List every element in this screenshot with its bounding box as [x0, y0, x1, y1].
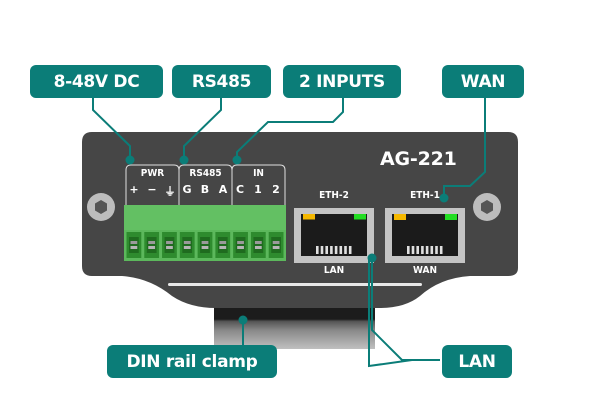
leader-dots	[125, 155, 449, 325]
terminal-slot	[197, 232, 213, 258]
rj45-pin	[439, 246, 443, 254]
eth1-port[interactable]	[385, 208, 465, 263]
eth1-activity-led	[394, 214, 406, 220]
lan-callout: LAN	[442, 345, 512, 378]
rj45-pin	[430, 246, 434, 254]
wan-leader	[443, 98, 486, 194]
terminal-slot	[144, 232, 160, 258]
power-callout: 8-48V DC	[30, 65, 163, 98]
pin-label-minus: −	[147, 183, 157, 196]
rj45-pin	[330, 246, 333, 254]
eth2-role-label: LAN	[323, 265, 345, 276]
terminal-slot	[215, 232, 231, 258]
rj45-pin	[339, 246, 343, 254]
eth1-port-label: ETH-1	[410, 190, 440, 201]
rj45-pin	[416, 246, 419, 254]
rj45-pin	[325, 246, 328, 254]
terminal-slot	[162, 232, 177, 258]
right-screw	[473, 193, 501, 221]
terminal-slot	[126, 232, 142, 258]
eth1-link-led	[445, 214, 457, 220]
rj45-pin	[411, 246, 415, 254]
terminal-block-top	[124, 205, 286, 230]
rj45-pin	[407, 246, 410, 254]
eth1-role-label: WAN	[413, 265, 437, 276]
eth2-activity-led	[303, 214, 315, 220]
model-name: AG-221	[380, 148, 457, 170]
terminal-slot	[179, 232, 195, 258]
rs485-callout: RS485	[172, 65, 271, 98]
terminal-slot	[268, 232, 284, 258]
pin-label-ground: ⏚	[164, 185, 176, 198]
rj45-pin	[348, 246, 352, 254]
terminal-label-frames	[125, 164, 286, 205]
pwr-group-label: PWR	[140, 168, 165, 179]
pin-label-b: B	[200, 183, 210, 196]
rj45-pin	[320, 246, 324, 254]
eth2-port-label: ETH-2	[319, 190, 349, 201]
eth2-link-led	[354, 214, 366, 220]
rj45-pin	[435, 246, 438, 254]
pin-label-plus: +	[129, 183, 139, 196]
din-rail-clamp	[214, 303, 375, 349]
power-leader	[92, 98, 131, 160]
rs485-group-label: RS485	[189, 168, 222, 179]
pin-label-a: A	[218, 183, 228, 196]
inputs-leader	[236, 98, 344, 160]
inputs-callout: 2 INPUTS	[283, 65, 401, 98]
in-group-label: IN	[253, 168, 264, 179]
rj45-pin	[334, 246, 338, 254]
pin-label-1: 1	[254, 183, 262, 196]
eth1-pins	[407, 246, 443, 254]
din-rail-callout: DIN rail clamp	[107, 345, 277, 378]
terminal-slots	[126, 232, 284, 258]
terminal-slot	[233, 232, 248, 258]
pin-label-2: 2	[272, 183, 280, 196]
terminal-slot	[250, 232, 266, 258]
rj45-pin	[344, 246, 347, 254]
rj45-pin	[421, 246, 424, 254]
rj45-pin	[316, 246, 319, 254]
left-screw	[87, 193, 115, 221]
wan-callout: WAN	[442, 65, 524, 98]
pin-label-g: G	[182, 183, 192, 196]
panel-groove	[168, 283, 422, 286]
rs485-leader	[183, 98, 222, 160]
eth2-port[interactable]	[294, 208, 374, 263]
eth2-pins	[316, 246, 352, 254]
pin-label-c: C	[235, 183, 245, 196]
rj45-pin	[425, 246, 429, 254]
